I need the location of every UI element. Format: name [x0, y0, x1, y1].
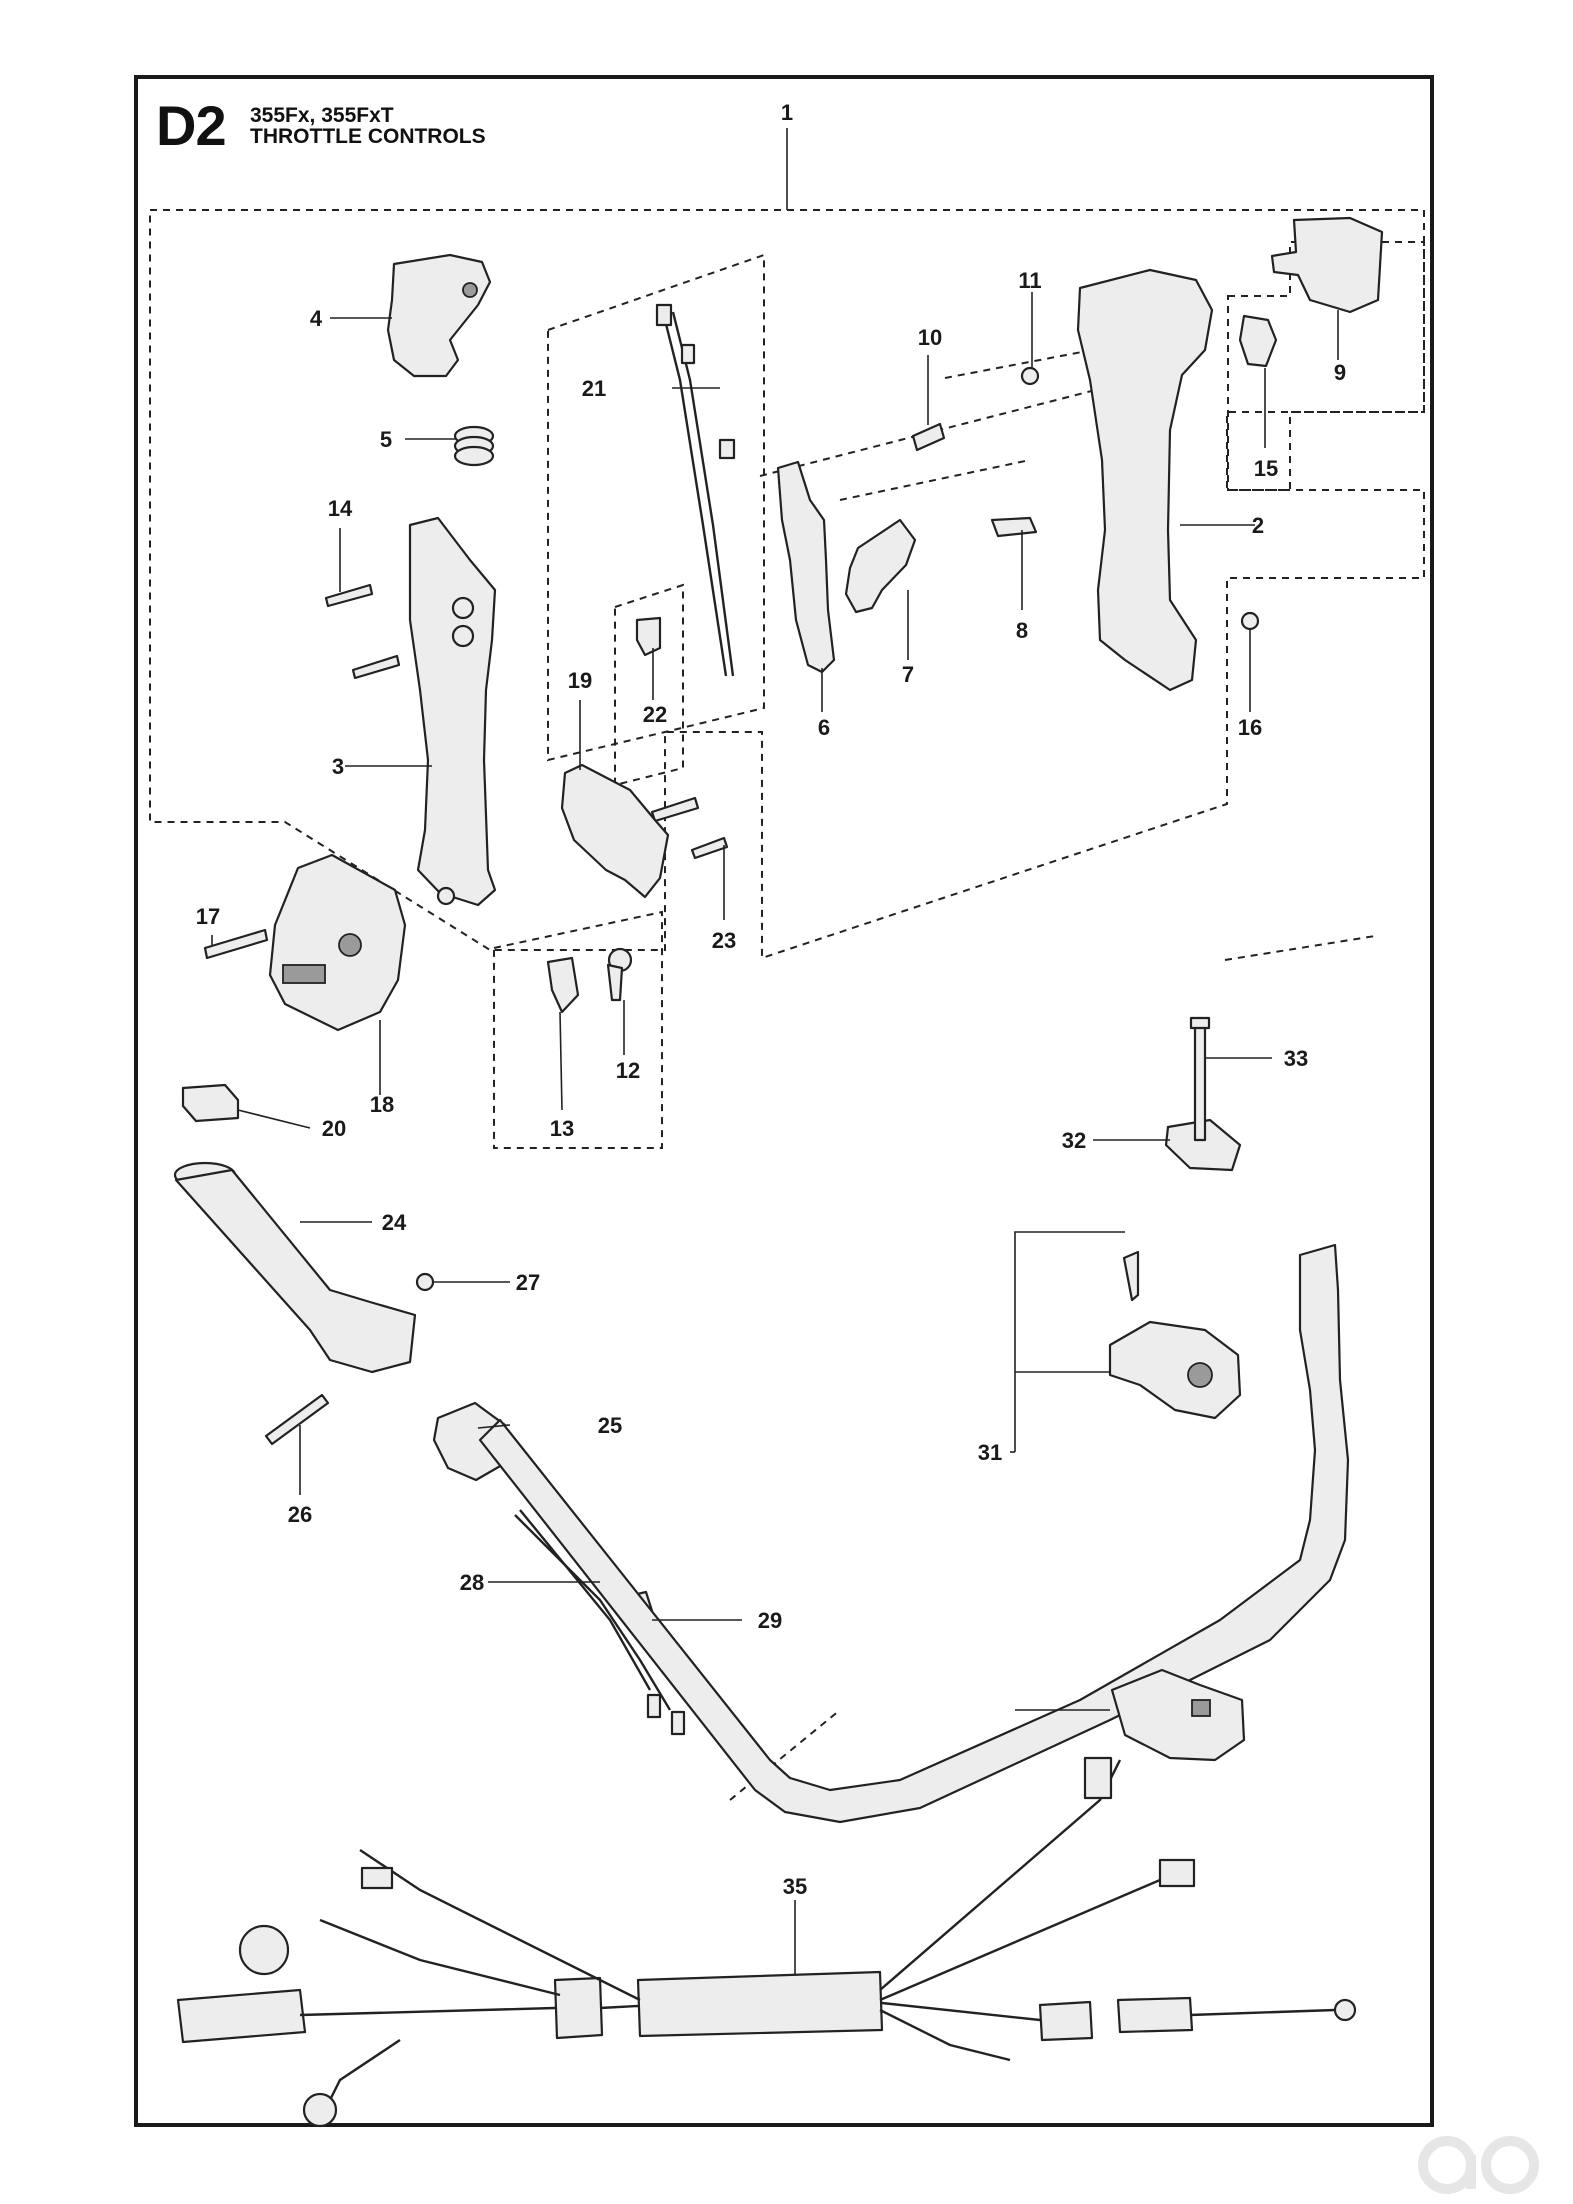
- part-21-wire-harness: [655, 303, 736, 677]
- callout-12: 12: [616, 1058, 640, 1083]
- assembly-boundary-1: [149, 209, 1425, 960]
- part-9-stop-switch-knob: [1270, 216, 1384, 314]
- subassembly-boundary-9: [1227, 241, 1425, 491]
- part-2-handle-right-half: [1076, 268, 1214, 692]
- part-17-screw: [203, 928, 269, 960]
- part-22-contact: [635, 616, 662, 657]
- part-24-grip: [173, 1161, 417, 1374]
- part-25-knob: [432, 1401, 507, 1482]
- part-32-bracket: [1164, 1118, 1242, 1172]
- part-14-screws: [324, 583, 401, 680]
- part-5-spring: [453, 425, 495, 467]
- part-3-handle-left-half: [408, 516, 497, 907]
- callout-2: 2: [1252, 513, 1264, 538]
- part-20-switch: [181, 1083, 240, 1123]
- part-19-bracket: [560, 763, 670, 899]
- part-18-cover: [268, 853, 407, 1032]
- part-31-clamp-assembly: [1108, 1250, 1246, 1762]
- diagram-frame: [134, 75, 1434, 2127]
- watermark-logo-icon: [1418, 2136, 1539, 2194]
- part-33-bolt: [1189, 1016, 1211, 1142]
- callout-13: 13: [550, 1116, 574, 1141]
- callout-4: 4: [310, 306, 323, 331]
- callout-24: 24: [382, 1210, 407, 1235]
- part-12-screw: [606, 947, 633, 1002]
- callout-18: 18: [370, 1092, 394, 1117]
- callout-31: 31: [978, 1440, 1002, 1465]
- model-list: 355Fx, 355FxT: [250, 104, 394, 127]
- part-35-wire-harness: [176, 1756, 1357, 2128]
- part-10-spring: [911, 422, 946, 452]
- part-16-nut: [1240, 611, 1260, 631]
- callout-14: 14: [328, 496, 353, 521]
- callout-29: 29: [758, 1608, 782, 1633]
- part-26-screw: [264, 1393, 330, 1446]
- callout-19: 19: [568, 668, 592, 693]
- part-7-throttle-lockout: [844, 518, 917, 614]
- callout-17: 17: [196, 904, 220, 929]
- part-23-screws: [650, 796, 729, 860]
- callout-labels: 1 2 3 4 5 6 7 8 9 10 11 12 13 14 15 16 1…: [196, 100, 1346, 1899]
- callout-1: 1: [781, 100, 793, 125]
- handlebar-tube: [478, 1243, 1350, 1824]
- callout-35: 35: [783, 1874, 807, 1899]
- callout-23: 23: [712, 928, 736, 953]
- callout-16: 16: [1238, 715, 1262, 740]
- callout-10: 10: [918, 325, 942, 350]
- part-4-throttle-lever: [386, 253, 492, 378]
- callout-33: 33: [1284, 1046, 1308, 1071]
- callout-15: 15: [1254, 456, 1278, 481]
- callout-25: 25: [598, 1413, 622, 1438]
- part-13-clip: [546, 956, 580, 1014]
- callout-20: 20: [322, 1116, 346, 1141]
- callout-9: 9: [1334, 360, 1346, 385]
- section-code: D2: [156, 94, 227, 157]
- callout-26: 26: [288, 1502, 312, 1527]
- callout-28: 28: [460, 1570, 484, 1595]
- part-6-throttle-trigger: [776, 460, 836, 674]
- callout-6: 6: [818, 715, 830, 740]
- subassembly-boundary-wiring: [547, 253, 765, 762]
- callout-21: 21: [582, 376, 606, 401]
- part-11-nut: [1020, 366, 1040, 386]
- callout-8: 8: [1016, 618, 1028, 643]
- part-8-spring: [990, 516, 1038, 538]
- part-27-nut: [415, 1272, 435, 1292]
- part-28-wiring: [514, 1509, 686, 1736]
- callout-32: 32: [1062, 1128, 1086, 1153]
- subassembly-boundary-13: [493, 910, 663, 1149]
- leader-lines: [211, 128, 1339, 1975]
- part-15-switch: [1238, 314, 1278, 368]
- callout-27: 27: [516, 1270, 540, 1295]
- callout-22: 22: [643, 702, 667, 727]
- callout-5: 5: [380, 427, 392, 452]
- diagram-title: THROTTLE CONTROLS: [250, 125, 486, 148]
- subassembly-boundary-22: [614, 583, 684, 787]
- callout-3: 3: [332, 754, 344, 779]
- callout-11: 11: [1018, 268, 1041, 293]
- callout-7: 7: [902, 662, 914, 687]
